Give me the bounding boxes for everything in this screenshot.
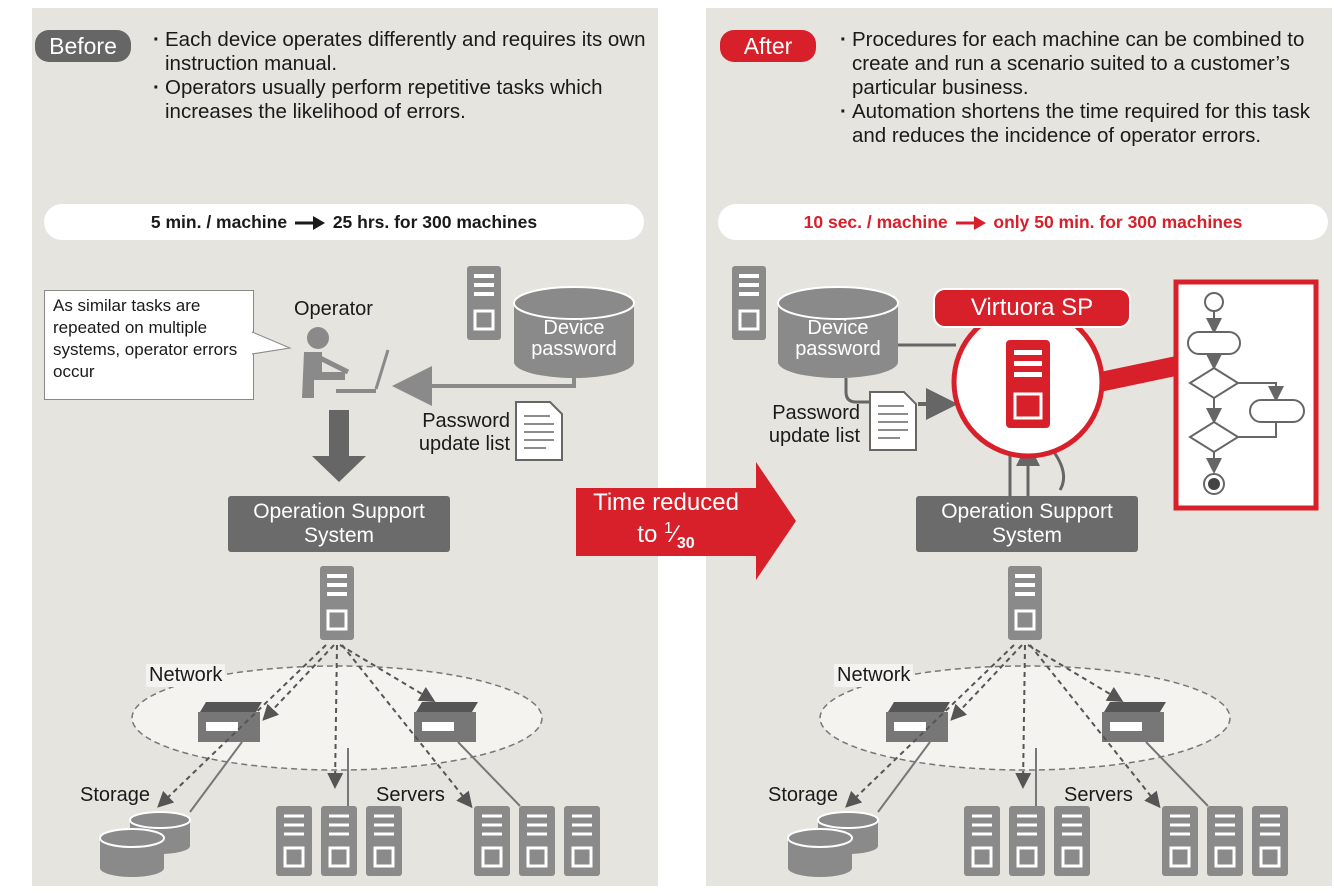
network-switch-icon bbox=[198, 702, 262, 742]
document-icon bbox=[515, 401, 563, 461]
fraction-numerator: 1 bbox=[663, 520, 673, 537]
after-password-list-label: Password update list bbox=[750, 402, 860, 448]
network-switch-icon bbox=[886, 702, 950, 742]
time-reduced-arrow bbox=[576, 462, 796, 580]
after-servers-label: Servers bbox=[1064, 784, 1133, 806]
operator-icon bbox=[302, 327, 390, 398]
before-network-label: Network bbox=[146, 664, 226, 687]
before-time-band: 5 min. / machine 25 hrs. for 300 machine… bbox=[44, 204, 644, 240]
storage-icon bbox=[787, 811, 879, 877]
before-storage-label: Storage bbox=[80, 784, 151, 806]
before-badge: Before bbox=[35, 30, 131, 62]
after-network-label: Network bbox=[834, 664, 914, 687]
virtuora-sp-label: Virtuora SP bbox=[933, 288, 1131, 328]
before-servers-label: Servers bbox=[376, 784, 445, 806]
server-group-icon bbox=[276, 806, 600, 876]
before-bullet-1: Each device operates differently and req… bbox=[153, 28, 653, 76]
after-device-password-label: Device password bbox=[778, 318, 898, 360]
password-list-line1: Password bbox=[772, 402, 860, 424]
after-storage-label: Storage bbox=[768, 784, 839, 806]
document-icon bbox=[869, 391, 917, 451]
before-oss-box: Operation Support System bbox=[228, 496, 450, 552]
down-arrow-icon bbox=[312, 410, 366, 482]
time-reduced-prefix: to bbox=[637, 521, 664, 548]
before-password-list-label: Password update list bbox=[400, 410, 510, 456]
error-callout: As similar tasks are repeated on multipl… bbox=[44, 290, 254, 400]
device-password-line2: password bbox=[795, 338, 881, 360]
time-reduced-line2: to 1⁄30 bbox=[637, 520, 695, 552]
after-band-left: 10 sec. / machine bbox=[803, 212, 948, 232]
after-bullet-1: Procedures for each machine can be combi… bbox=[840, 28, 1330, 100]
arrow-right-icon bbox=[294, 216, 325, 231]
password-list-line2: update list bbox=[768, 425, 860, 447]
password-list-line1: Password bbox=[422, 410, 510, 432]
workflow-flowchart bbox=[1173, 279, 1319, 511]
server-tower-icon bbox=[1006, 340, 1050, 428]
after-badge: After bbox=[720, 30, 816, 62]
before-bullets: Each device operates differently and req… bbox=[153, 28, 653, 124]
after-band-right: only 50 min. for 300 machines bbox=[993, 212, 1243, 232]
arrow-right-icon bbox=[955, 216, 986, 231]
before-bullet-2: Operators usually perform repetitive tas… bbox=[153, 76, 653, 124]
server-tower-icon bbox=[467, 266, 501, 340]
database-icon bbox=[777, 286, 899, 378]
after-oss-box: Operation Support System bbox=[916, 496, 1138, 552]
database-icon bbox=[513, 286, 635, 378]
network-switch-icon bbox=[414, 702, 478, 742]
network-switch-icon bbox=[1102, 702, 1166, 742]
callout-tail bbox=[252, 331, 292, 355]
operator-label: Operator bbox=[294, 298, 373, 320]
before-device-password-label: Device password bbox=[514, 318, 634, 360]
after-time-band: 10 sec. / machine only 50 min. for 300 m… bbox=[718, 204, 1328, 240]
server-tower-icon bbox=[1008, 566, 1042, 640]
time-reduced-label: Time reduced to 1⁄30 bbox=[576, 490, 756, 557]
oss-line2: System bbox=[303, 524, 374, 547]
oss-line1: Operation Support bbox=[941, 500, 1113, 523]
before-band-right: 25 hrs. for 300 machines bbox=[332, 212, 538, 232]
time-reduced-line1: Time reduced bbox=[593, 489, 739, 516]
oss-line2: System bbox=[991, 524, 1062, 547]
device-password-line1: Device bbox=[807, 317, 869, 339]
server-group-icon bbox=[964, 806, 1288, 876]
oss-line1: Operation Support bbox=[253, 500, 425, 523]
device-password-line2: password bbox=[531, 338, 617, 360]
password-list-line2: update list bbox=[418, 433, 510, 455]
device-password-line1: Device bbox=[543, 317, 605, 339]
storage-icon bbox=[99, 811, 191, 877]
server-tower-icon bbox=[320, 566, 354, 640]
before-band-left: 5 min. / machine bbox=[150, 212, 288, 232]
after-bullet-2: Automation shortens the time required fo… bbox=[840, 100, 1330, 148]
server-tower-icon bbox=[732, 266, 766, 340]
after-bullets: Procedures for each machine can be combi… bbox=[840, 28, 1330, 148]
fraction-denominator: 30 bbox=[676, 534, 695, 552]
